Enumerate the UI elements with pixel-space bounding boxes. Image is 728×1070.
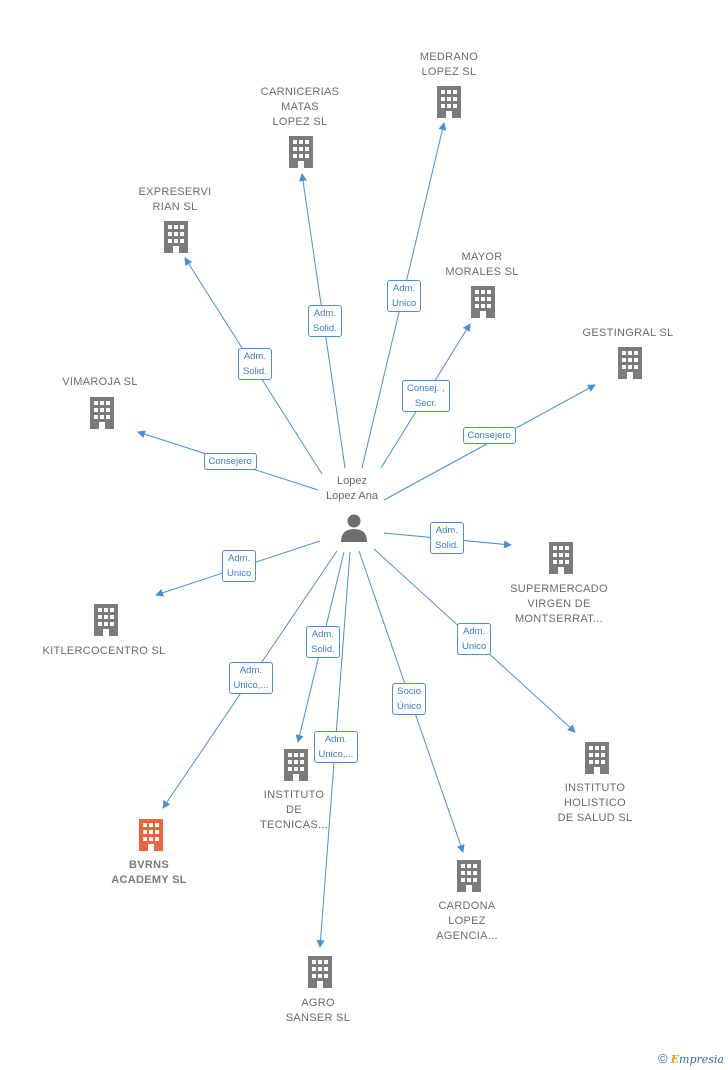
relation-label-mayor[interactable]: Consej. , Secr. xyxy=(402,380,450,412)
relation-label-cardona[interactable]: Socio Único xyxy=(392,683,427,715)
person-name[interactable]: Lopez Lopez Ana xyxy=(326,475,378,502)
relation-label-instituto_tecnicas[interactable]: Adm. Solid. xyxy=(306,626,340,658)
relation-label-medrano[interactable]: Adm. Unico xyxy=(387,280,422,312)
company-name-instituto_tecnicas[interactable]: INSTITUTO DE TECNICAS... xyxy=(259,789,329,831)
relation-label-vimaroja[interactable]: Consejero xyxy=(203,452,257,470)
relation-label-supermercado[interactable]: Adm. Solid. xyxy=(430,522,464,554)
building-icon[interactable] xyxy=(457,860,481,892)
relation-label-expreservi[interactable]: Adm. Solid. xyxy=(238,348,272,380)
company-name-gestingral[interactable]: GESTINGRAL SL xyxy=(582,327,674,339)
company-name-carnicerias[interactable]: CARNICERIAS MATAS LOPEZ SL xyxy=(260,86,340,128)
building-icon[interactable] xyxy=(164,221,188,253)
building-icon[interactable] xyxy=(284,749,308,781)
building-icon[interactable] xyxy=(585,742,609,774)
building-icon[interactable] xyxy=(139,819,163,851)
relation-label-instituto_holistico[interactable]: Adm. Unico xyxy=(457,623,492,655)
brand-logo: ©Empresia xyxy=(658,1051,724,1066)
company-name-cardona[interactable]: CARDONA LOPEZ AGENCIA... xyxy=(436,900,498,942)
building-icon[interactable] xyxy=(94,604,118,636)
relation-label-kitlercocentro[interactable]: Adm. Unico xyxy=(222,550,257,582)
building-icon[interactable] xyxy=(618,347,642,379)
building-icon[interactable] xyxy=(90,397,114,429)
company-name-mayor[interactable]: MAYOR MORALES SL xyxy=(445,251,519,278)
relation-label-bvrns[interactable]: Adm. Unico,... xyxy=(228,662,274,694)
building-icon[interactable] xyxy=(471,286,495,318)
company-name-expreservi[interactable]: EXPRESERVI RIAN SL xyxy=(138,186,212,213)
copyright-symbol: © xyxy=(658,1051,668,1066)
building-icon[interactable] xyxy=(289,136,313,168)
person-icon[interactable] xyxy=(341,514,367,543)
relation-label-carnicerias[interactable]: Adm. Solid. xyxy=(308,305,342,337)
company-name-vimaroja[interactable]: VIMAROJA SL xyxy=(62,376,138,388)
company-name-supermercado[interactable]: SUPERMERCADO VIRGEN DE MONTSERRAT... xyxy=(510,583,608,625)
company-name-kitlercocentro[interactable]: KITLERCOCENTRO SL xyxy=(42,645,166,657)
company-name-medrano[interactable]: MEDRANO LOPEZ SL xyxy=(419,51,479,78)
brand-name: mpresia xyxy=(679,1053,724,1066)
company-name-instituto_holistico[interactable]: INSTITUTO HOLISTICO DE SALUD SL xyxy=(557,782,633,824)
building-icon[interactable] xyxy=(549,542,573,574)
building-icon[interactable] xyxy=(437,86,461,118)
brand-initial: E xyxy=(670,1053,680,1066)
relation-label-agro[interactable]: Adm. Unico,... xyxy=(313,731,359,763)
company-name-agro[interactable]: AGRO SANSER SL xyxy=(285,997,351,1024)
building-icon[interactable] xyxy=(308,956,332,988)
relation-label-gestingral[interactable]: Consejero xyxy=(462,426,516,444)
company-name-bvrns[interactable]: BVRNS ACADEMY SL xyxy=(111,859,187,886)
